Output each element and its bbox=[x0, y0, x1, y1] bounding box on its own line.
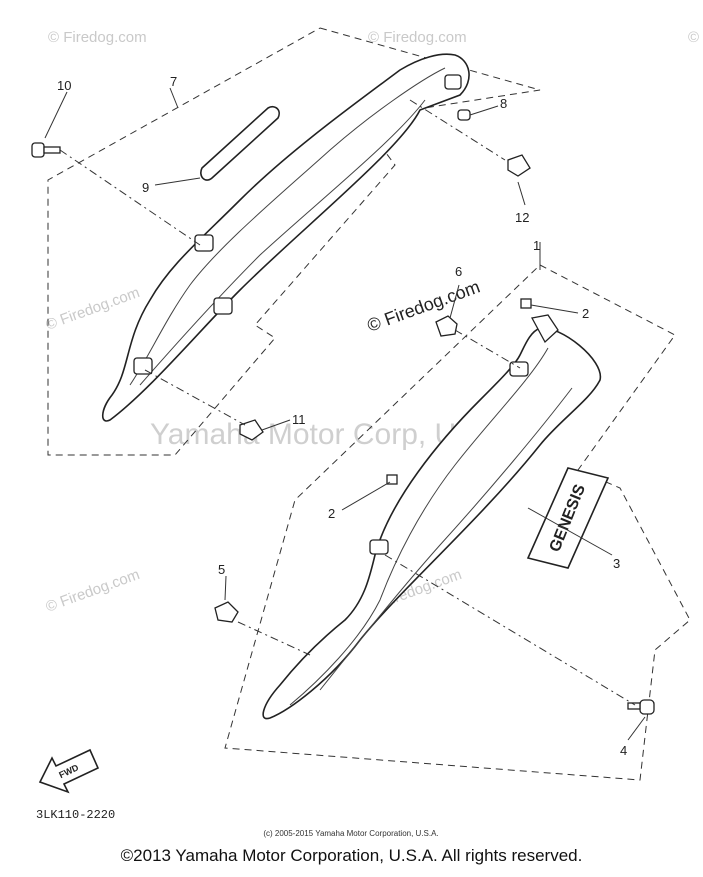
callout-2: 2 bbox=[328, 506, 335, 521]
bolt-part-10 bbox=[31, 142, 61, 158]
watermark: © Firedog.com bbox=[688, 29, 703, 46]
clip-part-2-lower bbox=[386, 474, 398, 485]
callout-10: 10 bbox=[57, 78, 71, 93]
side-cover-part-1 bbox=[262, 314, 601, 720]
callout-2: 2 bbox=[582, 306, 589, 321]
callout-3: 3 bbox=[613, 556, 620, 571]
fine-print: (c) 2005-2015 Yamaha Motor Corporation, … bbox=[263, 829, 438, 838]
grommet-part-6 bbox=[435, 315, 458, 337]
copyright-notice: ©2013 Yamaha Motor Corporation, U.S.A. A… bbox=[120, 846, 583, 865]
diagram-code: 3LK110-2220 bbox=[36, 808, 115, 822]
callout-6: 6 bbox=[455, 264, 462, 279]
callout-12: 12 bbox=[515, 210, 529, 225]
damper-part-11 bbox=[239, 419, 264, 441]
mount-boss bbox=[213, 297, 233, 315]
watermark: © Firedog.com bbox=[48, 29, 147, 46]
callout-11: 11 bbox=[292, 412, 306, 427]
callout-8: 8 bbox=[500, 96, 507, 111]
mount-tab bbox=[531, 314, 559, 344]
side-rail-part-7 bbox=[101, 53, 470, 422]
callout-labels: 1 2 2 3 4 5 6 7 8 9 10 11 12 bbox=[57, 74, 627, 758]
callout-4: 4 bbox=[620, 743, 627, 758]
callout-9: 9 bbox=[142, 180, 149, 195]
clip-part-2-upper bbox=[520, 298, 532, 309]
emblem-part-9 bbox=[200, 105, 280, 181]
mount-boss bbox=[133, 357, 153, 375]
screw-part-4 bbox=[627, 699, 655, 715]
fwd-arrow-icon: FWD bbox=[38, 748, 100, 794]
mount-boss bbox=[509, 361, 529, 377]
watermark: © Firedog.com bbox=[44, 284, 142, 334]
callout-5: 5 bbox=[218, 562, 225, 577]
damper-part-5 bbox=[214, 601, 239, 623]
mount-boss bbox=[369, 539, 389, 555]
watermark-mid: © Firedog.com bbox=[365, 276, 483, 335]
grommet-part-8 bbox=[457, 109, 471, 121]
watermark: © Firedog.com bbox=[44, 566, 142, 616]
callout-7: 7 bbox=[170, 74, 177, 89]
leader-lines bbox=[44, 87, 646, 741]
decal-part-3: GENESIS bbox=[526, 467, 610, 569]
damper-part-12 bbox=[507, 154, 531, 177]
callout-1: 1 bbox=[533, 238, 540, 253]
watermark: © Firedog.com bbox=[368, 29, 467, 46]
mount-boss bbox=[194, 234, 214, 252]
mount-boss bbox=[444, 74, 462, 90]
lower-assembly-boundary bbox=[224, 264, 691, 781]
